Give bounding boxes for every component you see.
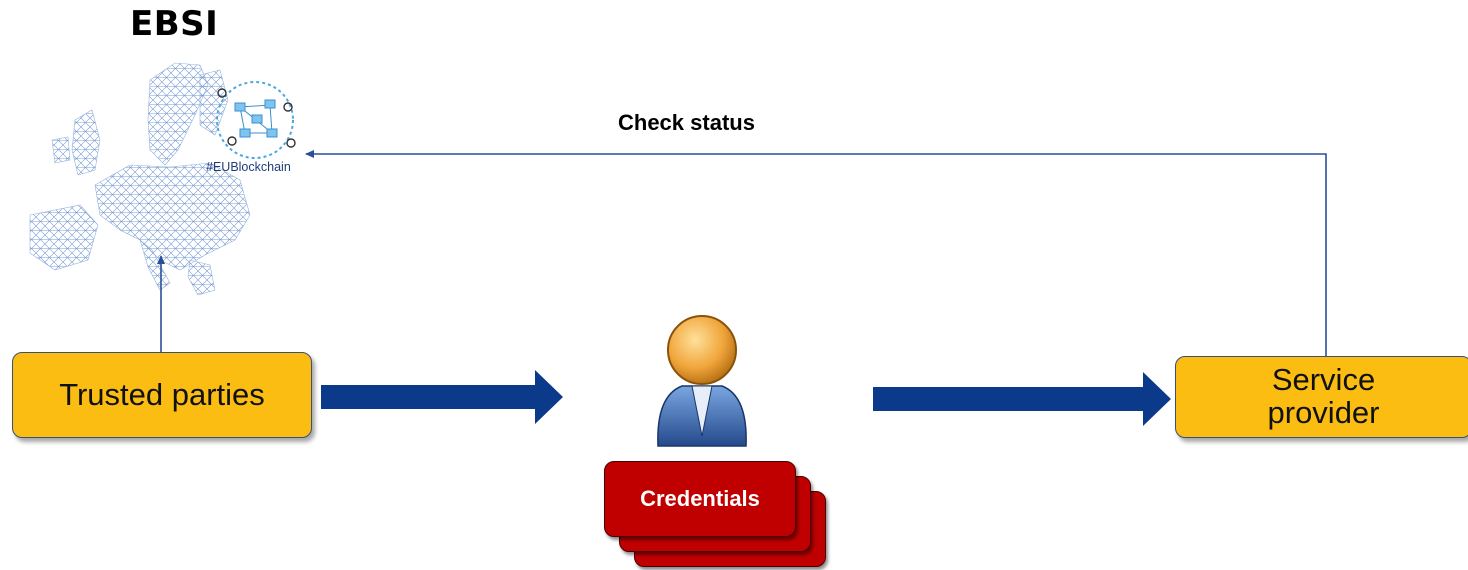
map-caption: #EUBlockchain (206, 160, 291, 174)
trusted-parties-label: Trusted parties (59, 376, 265, 412)
check-status-label: Check status (618, 110, 755, 135)
ebsi-title: EBSI (130, 4, 219, 44)
service-provider-box: Service provider (1175, 356, 1468, 438)
check-status-connector (305, 150, 1327, 356)
issue-arrow (321, 370, 563, 424)
present-arrow (873, 372, 1171, 426)
service-provider-label-line1: Service (1271, 362, 1376, 398)
service-provider-label-line2: provider (1267, 395, 1380, 430)
credentials-card: Credentials (604, 461, 796, 537)
user-person-icon (657, 315, 747, 447)
eu-blockchain-map-icon: #EUBlockchain (29, 62, 296, 296)
trusted-parties-box: Trusted parties (12, 352, 312, 438)
credentials-label: Credentials (640, 486, 760, 511)
